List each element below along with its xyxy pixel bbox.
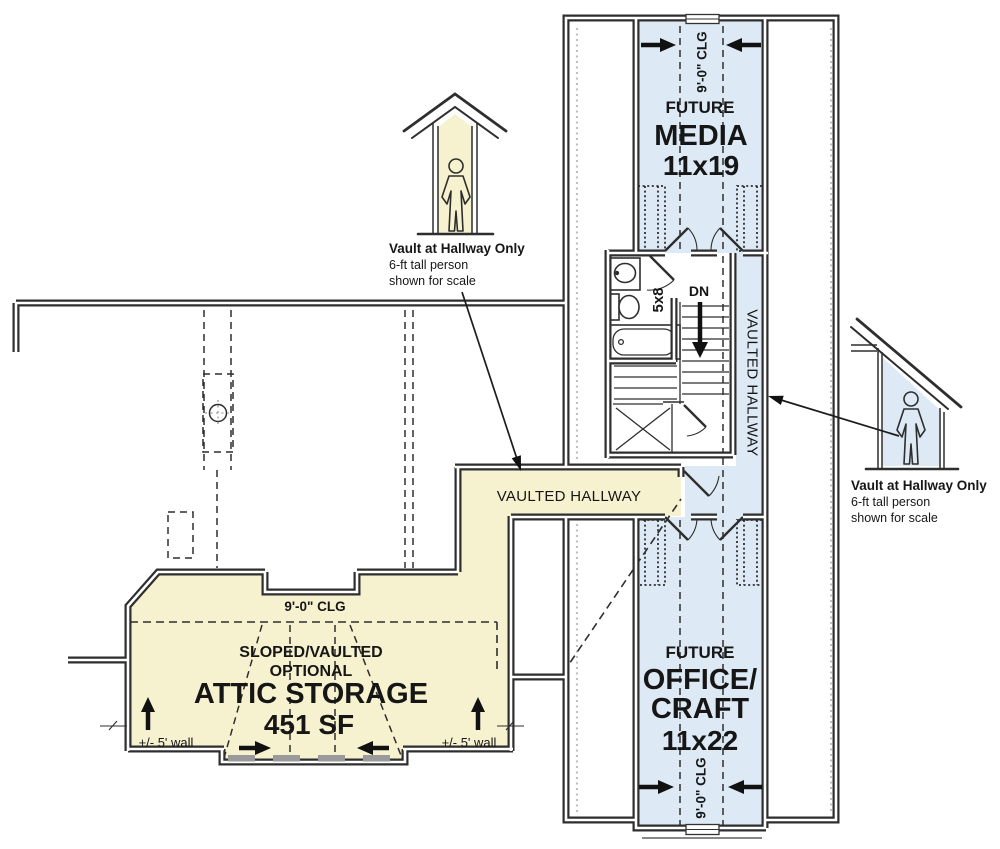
leader-line bbox=[461, 291, 519, 463]
room-labels: FUTURE MEDIA 11x19 9'-0" CLG FUTURE OFFI… bbox=[139, 31, 761, 818]
office-name-line2-label: CRAFT bbox=[651, 693, 750, 725]
gable-roof-icon bbox=[402, 92, 508, 133]
direction-arrows bbox=[141, 38, 762, 794]
attic-note-line2-label: OPTIONAL bbox=[270, 663, 353, 680]
vault-right-title: Vault at Hallway Only bbox=[851, 478, 987, 493]
hallway-vertical-label: VAULTED HALLWAY bbox=[744, 309, 761, 457]
vault-right-line2: shown for scale bbox=[851, 511, 938, 525]
media-size-label: 11x19 bbox=[663, 150, 739, 181]
vault-right-line1: 6-ft tall person bbox=[851, 495, 930, 509]
leader-arrowhead-icon bbox=[768, 395, 784, 405]
vault-annotation-left: Vault at Hallway Only 6-ft tall person s… bbox=[389, 92, 525, 471]
understair-closet bbox=[615, 407, 671, 451]
arrow-right-icon bbox=[658, 780, 674, 794]
stairs-down-arrow-icon bbox=[692, 342, 708, 358]
dormer-windows-icon bbox=[228, 755, 390, 762]
staircase bbox=[613, 302, 729, 452]
vault-left-title: Vault at Hallway Only bbox=[389, 241, 525, 256]
office-ceiling-label: 9'-0" CLG bbox=[694, 757, 709, 818]
toilet-icon bbox=[618, 294, 640, 320]
vault-left-line2: shown for scale bbox=[389, 274, 476, 288]
attic-area-label: 451 SF bbox=[264, 709, 354, 740]
sink-icon bbox=[613, 262, 637, 284]
media-name-label: MEDIA bbox=[654, 120, 748, 152]
vault-left-line1: 6-ft tall person bbox=[389, 258, 468, 272]
door-swings bbox=[646, 227, 744, 541]
attic-wall-right-label: +/- 5' wall bbox=[442, 735, 497, 750]
media-ceiling-label: 9'-0" CLG bbox=[695, 31, 710, 92]
knee-wall-ticks bbox=[100, 720, 524, 731]
flue-symbol-icon bbox=[208, 403, 228, 423]
attic-name-label: ATTIC STORAGE bbox=[194, 678, 428, 710]
media-future-label: FUTURE bbox=[666, 98, 735, 117]
windows bbox=[228, 13, 762, 839]
attic-wall-left-label: +/- 5' wall bbox=[139, 735, 194, 750]
leader-line bbox=[780, 399, 900, 437]
vault-annotation-right: Vault at Hallway Only 6-ft tall person s… bbox=[768, 317, 987, 525]
office-size-label: 11x22 bbox=[662, 725, 738, 756]
arrow-up-icon bbox=[471, 697, 485, 712]
future-closets bbox=[637, 185, 765, 586]
arrow-left-icon bbox=[728, 780, 744, 794]
walls bbox=[12, 14, 840, 832]
attic-vault-dashes bbox=[130, 498, 682, 759]
arrow-left-icon bbox=[357, 741, 373, 755]
bathroom-fixtures bbox=[608, 257, 681, 360]
drain-icon bbox=[617, 338, 625, 346]
arrow-left-icon bbox=[726, 38, 742, 52]
vault-section-right bbox=[882, 357, 941, 466]
ceiling-break-lines bbox=[679, 26, 724, 826]
office-room-fill bbox=[637, 517, 764, 831]
arrow-up-icon bbox=[141, 697, 155, 712]
stairs-dn-label: DN bbox=[689, 283, 709, 299]
shed-roof-icon bbox=[855, 317, 963, 409]
hallway-vertical-fill bbox=[685, 253, 764, 517]
office-name-line1-label: OFFICE/ bbox=[643, 664, 757, 696]
bath-size-label: 5x8 bbox=[650, 287, 667, 312]
office-future-label: FUTURE bbox=[666, 643, 735, 662]
leader-arrowhead-icon bbox=[511, 455, 521, 471]
arrow-right-icon bbox=[255, 741, 271, 755]
faucet-icon bbox=[614, 270, 620, 276]
roof-reference-lines bbox=[167, 28, 832, 812]
attic-hallway-yellow-fill bbox=[129, 468, 681, 761]
attic-ceiling-label: 9'-0" CLG bbox=[284, 599, 345, 614]
hallway-horizontal-label: VAULTED HALLWAY bbox=[497, 488, 642, 505]
attic-note-line1-label: SLOPED/VAULTED bbox=[239, 644, 382, 661]
room-fills bbox=[129, 20, 764, 831]
arrow-right-icon bbox=[660, 38, 676, 52]
